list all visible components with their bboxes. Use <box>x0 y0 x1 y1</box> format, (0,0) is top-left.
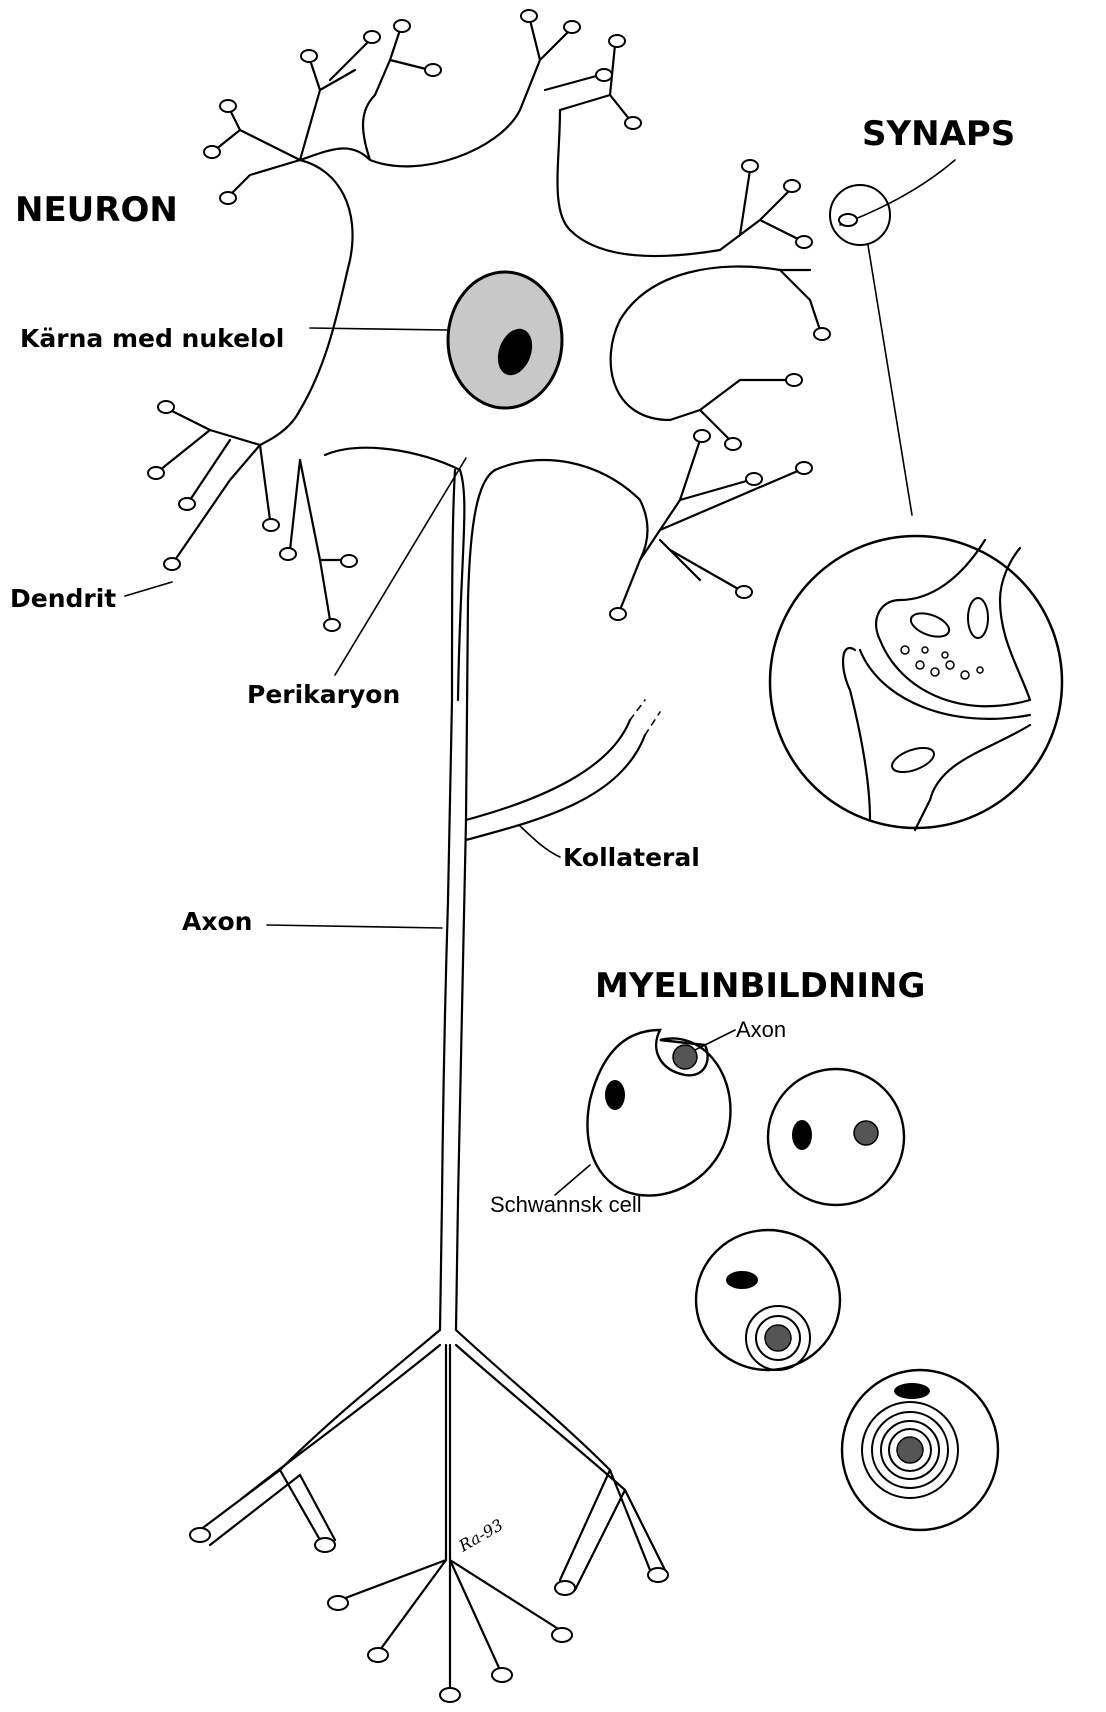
title-neuron: NEURON <box>15 190 178 230</box>
schwann-cell-stage-1 <box>587 1030 730 1196</box>
nucleus-pointer <box>310 328 447 330</box>
synapse-connector-line <box>868 245 912 515</box>
myelin-axon-pointer <box>695 1030 735 1050</box>
label-nucleus: Kärna med nukelol <box>20 324 284 353</box>
myelination-series <box>555 1030 998 1530</box>
synapse-callout <box>770 160 1062 830</box>
synapse-magnified-circle <box>770 536 1062 828</box>
label-axon: Axon <box>182 907 252 936</box>
label-dendrite: Dendrit <box>10 584 116 613</box>
title-synaps: SYNAPS <box>862 114 1015 154</box>
synapse-fiber <box>840 160 955 225</box>
schwann-cell-stage-2 <box>768 1069 904 1205</box>
schwann-cell-stage-3 <box>696 1230 840 1370</box>
collateral-dashed <box>630 700 660 735</box>
label-myelin-axon: Axon <box>736 1017 786 1042</box>
synapse-marker-circle <box>830 185 890 245</box>
axon-shaft <box>440 470 455 1330</box>
schwann-pointer <box>555 1165 590 1195</box>
perikaryon-pointer <box>335 458 466 675</box>
label-collateral: Kollateral <box>563 843 700 872</box>
title-myelin: MYELINBILDNING <box>595 966 925 1006</box>
collateral-pointer <box>520 826 560 857</box>
artist-signature: Ra-93 <box>455 1515 507 1556</box>
dendrite-pointer <box>125 582 172 596</box>
terminal-bulbs <box>190 1528 668 1702</box>
axon-pointer <box>267 925 442 928</box>
neuron-cell <box>148 10 830 1702</box>
synapse-bouton-small <box>839 214 857 226</box>
label-schwann-cell: Schwannsk cell <box>490 1192 642 1217</box>
axon-terminals <box>200 1330 665 1690</box>
schwann-cell-stage-4 <box>842 1370 998 1530</box>
collateral-branch <box>466 720 645 840</box>
label-perikaryon: Perikaryon <box>247 680 400 709</box>
